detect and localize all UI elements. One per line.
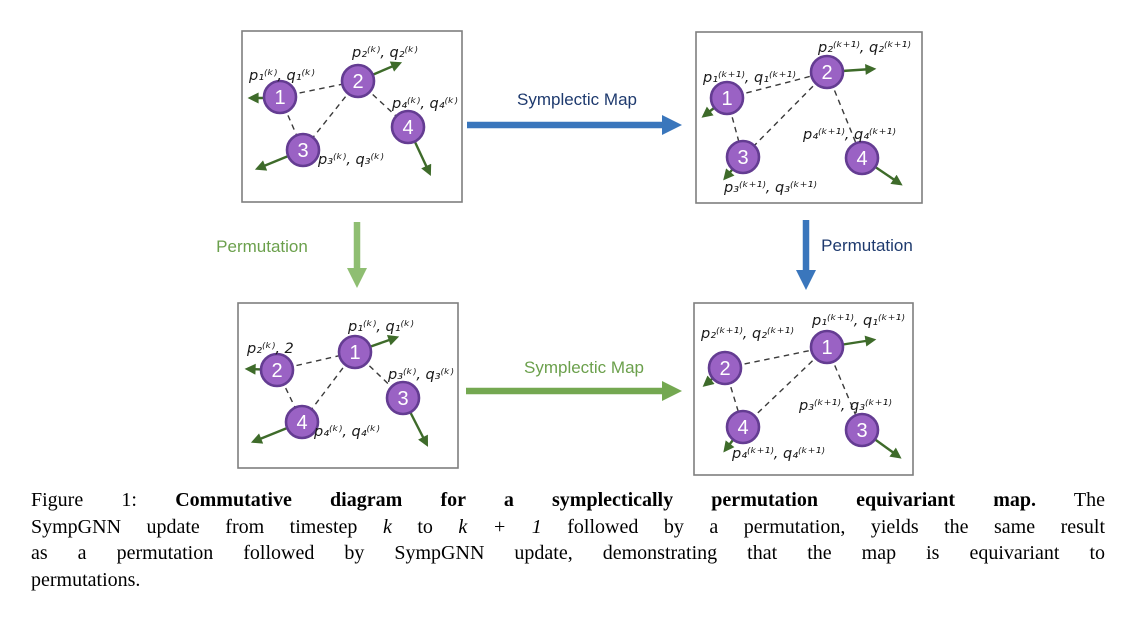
node-number: 2 [821,62,832,84]
node-number: 1 [721,88,732,110]
node-state-label: p₄⁽ᵏ⁾, q₄⁽ᵏ⁾ [313,424,380,440]
node-number: 3 [297,140,308,162]
node-number: 4 [737,417,748,439]
node-state-label: p₃⁽ᵏ⁺¹⁾, q₃⁽ᵏ⁺¹⁾ [723,180,817,196]
graph-panel-bottom-right: 2 1 4 3 p₂⁽ᵏ⁺¹⁾, q₂⁽ᵏ⁺¹⁾ p₁⁽ᵏ⁺¹⁾, q₁⁽ᵏ⁺¹… [693,302,914,476]
panel-border [695,31,923,204]
node-number: 3 [737,147,748,169]
node-state-label: p₄⁽ᵏ⁺¹⁾, q₄⁽ᵏ⁺¹⁾ [802,127,896,143]
node-state-label: p₁⁽ᵏ⁺¹⁾, q₁⁽ᵏ⁺¹⁾ [702,70,796,86]
node-circle [385,380,421,416]
graph-edge [726,71,828,99]
caption-text: followed by a permutation, yields the sa… [567,515,1106,538]
caption-line-1: Figure 1: Commutative diagram for a symp… [31,487,1105,514]
graph-node-2: 2 [340,63,376,99]
node-circle [340,63,376,99]
permutation-label-left: Permutation [216,237,308,256]
node-state-label: p₂⁽ᵏ⁾, 2 [246,341,294,357]
symplectic-map-label-bottom: Symplectic Map [524,358,644,377]
node-state-label: p₃⁽ᵏ⁾, q₃⁽ᵏ⁾ [387,367,454,383]
caption-line-3: as a permutation followed by SympGNN upd… [31,540,1105,567]
node-number: 1 [349,342,360,364]
node-number: 2 [271,360,282,382]
node-number: 3 [856,420,867,442]
symplectic-map-arrow-bottom: Symplectic Map [466,358,682,401]
graph-node-2: 2 [809,54,845,90]
graph-node-3: 3 [285,132,321,168]
graph-node-4: 4 [284,404,320,440]
symplectic-map-arrow-top: Symplectic Map [467,90,682,135]
caption-bold-title: Commutative diagram for a symplectically… [175,489,1037,511]
node-state-label: p₃⁽ᵏ⁾, q₃⁽ᵏ⁾ [317,152,384,168]
node-state-label: p₂⁽ᵏ⁾, q₂⁽ᵏ⁾ [351,45,418,61]
node-circle [285,132,321,168]
graph-node-4: 4 [390,109,426,145]
node-number: 2 [719,358,730,380]
node-state-label: p₂⁽ᵏ⁺¹⁾, q₂⁽ᵏ⁺¹⁾ [700,326,794,342]
caption-text: permutations. [31,568,141,591]
node-number: 4 [296,412,307,434]
node-state-label: p₁⁽ᵏ⁺¹⁾, q₁⁽ᵏ⁺¹⁾ [811,313,905,329]
graph-node-1: 1 [809,329,845,365]
graph-panel-bottom-left: 2 1 4 3 p₂⁽ᵏ⁾, 2 p₁⁽ᵏ⁾, q₁⁽ᵏ⁾ p₃⁽ᵏ⁾, q₃⁽… [237,302,459,469]
commutative-diagram-figure: Symplectic Map Symplectic Map Permutatio… [216,30,923,476]
graph-node-4: 4 [844,140,880,176]
graph-node-1: 1 [709,80,745,116]
caption-line-4: permutations. [31,567,1105,594]
node-number: 1 [821,337,832,359]
caption-line-2: SympGNN update from timestep k to k + 1 … [31,514,1105,541]
math-k-plus-1: k + 1 [458,515,542,538]
node-circle [709,80,745,116]
caption-text: as a permutation followed by SympGNN upd… [31,542,1105,564]
node-number: 2 [352,71,363,93]
graph-edge [724,346,828,369]
graph-panel-top-right: 1 2 3 4 p₁⁽ᵏ⁺¹⁾, q₁⁽ᵏ⁺¹⁾ p₂⁽ᵏ⁺¹⁾, q₂⁽ᵏ⁺¹… [695,31,923,204]
permutation-label-right: Permutation [821,236,913,255]
node-circle [725,409,761,445]
node-circle [809,329,845,365]
node-circle [262,79,298,115]
math-k: k [382,515,392,538]
node-number: 3 [397,388,408,410]
figure-number: Figure 1: [31,489,137,511]
graph-node-3: 3 [844,412,880,448]
node-number: 4 [856,148,867,170]
graph-node-1: 1 [337,334,373,370]
node-state-label: p₂⁽ᵏ⁺¹⁾, q₂⁽ᵏ⁺¹⁾ [817,40,911,56]
caption-text: SympGNN update from timestep [31,515,358,538]
graph-node-3: 3 [385,380,421,416]
node-circle [725,139,761,175]
node-state-label: p₁⁽ᵏ⁾, q₁⁽ᵏ⁾ [248,68,315,84]
node-circle [809,54,845,90]
node-number: 4 [402,117,413,139]
node-state-label: p₃⁽ᵏ⁺¹⁾, q₃⁽ᵏ⁺¹⁾ [798,398,892,414]
symplectic-map-label-top: Symplectic Map [517,90,637,109]
node-circle [844,412,880,448]
graph-node-4: 4 [725,409,761,445]
node-state-label: p₄⁽ᵏ⁾, q₄⁽ᵏ⁾ [391,96,458,112]
graph-node-1: 1 [262,79,298,115]
figure-caption: Figure 1: Commutative diagram for a symp… [31,487,1105,593]
node-circle [284,404,320,440]
node-number: 1 [274,87,285,109]
graph-node-2: 2 [259,352,295,388]
node-circle [844,140,880,176]
caption-text: to [417,515,433,538]
permutation-arrow-left: Permutation [216,222,367,288]
node-circle [390,109,426,145]
caption-text: The [1073,489,1105,511]
permutation-arrow-right: Permutation [796,220,913,290]
node-circle [707,350,743,386]
node-state-label: p₁⁽ᵏ⁾, q₁⁽ᵏ⁾ [347,319,414,335]
node-circle [337,334,373,370]
node-circle [259,352,295,388]
graph-node-2: 2 [707,350,743,386]
graph-panel-top-left: 1 2 3 4 p₁⁽ᵏ⁾, q₁⁽ᵏ⁾ p₂⁽ᵏ⁾, q₂⁽ᵏ⁾ p₃⁽ᵏ⁾,… [241,30,463,203]
node-state-label: p₄⁽ᵏ⁺¹⁾, q₄⁽ᵏ⁺¹⁾ [731,446,825,462]
graph-node-3: 3 [725,139,761,175]
